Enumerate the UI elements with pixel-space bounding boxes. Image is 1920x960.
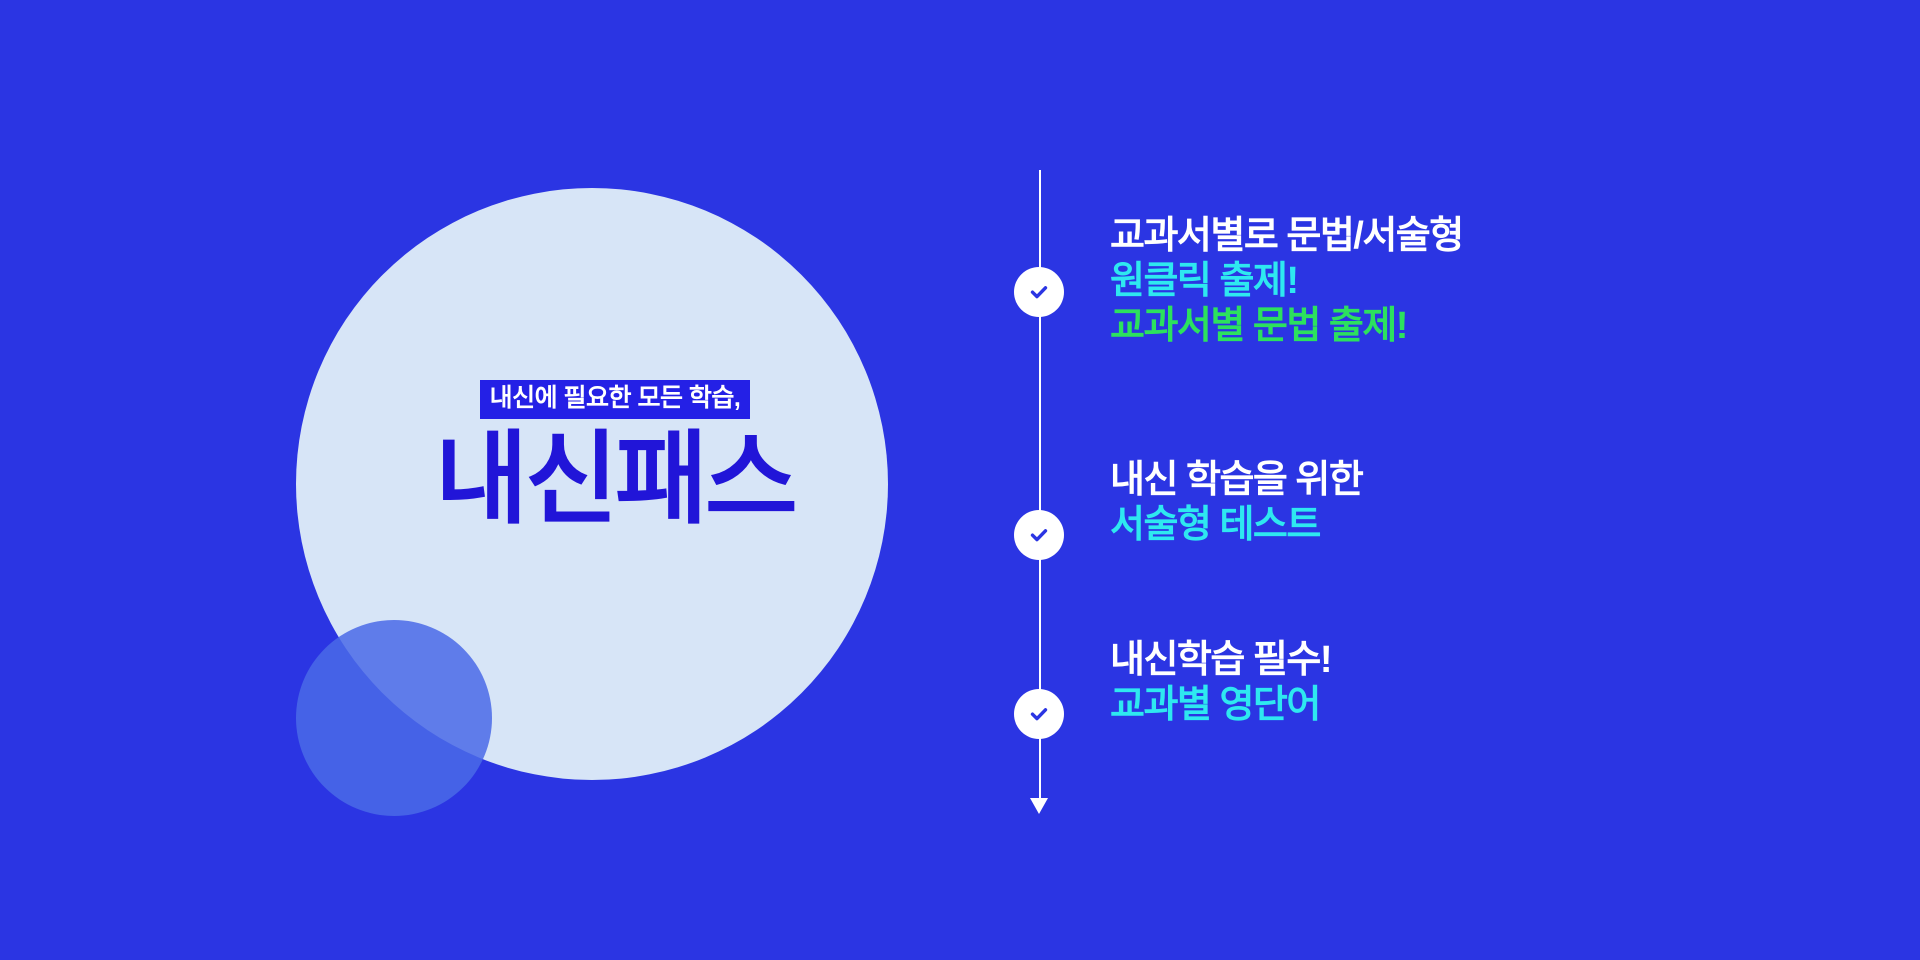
brand-title: 내신패스: [435, 424, 798, 536]
vertical-connector-line: [1039, 170, 1041, 806]
feature-item-3: 내신학습 필수! 교과별 영단어: [1110, 638, 1332, 728]
feature-item-1: 교과서별로 문법/서술형 원클릭 출제! 교과서별 문법 출제!: [1110, 214, 1464, 348]
check-circle-icon: [1014, 689, 1064, 739]
check-circle-icon: [1014, 267, 1064, 317]
decorative-circle-accent: [296, 620, 492, 816]
check-circle-icon: [1014, 510, 1064, 560]
timeline-connector: [1014, 170, 1064, 820]
feature-line: 교과서별 문법 출제!: [1110, 304, 1408, 347]
brand-tagline-badge: 내신에 필요한 모든 학습,: [479, 380, 751, 419]
brand-badge-row: 내신에 필요한 모든 학습,: [380, 380, 850, 419]
feature-line: 교과별 영단어: [1110, 683, 1321, 726]
feature-line: 내신학습 필수!: [1110, 639, 1332, 681]
feature-line: 서술형 테스트: [1110, 503, 1321, 546]
feature-line: 원클릭 출제!: [1110, 259, 1299, 302]
brand-block: 내신에 필요한 모든 학습, 내신패스: [380, 380, 850, 532]
arrow-down-icon: [1030, 798, 1048, 814]
feature-line: 교과서별로 문법/서술형: [1110, 215, 1464, 257]
feature-item-2: 내신 학습을 위한 서술형 테스트: [1110, 458, 1364, 548]
feature-line: 내신 학습을 위한: [1110, 459, 1364, 501]
